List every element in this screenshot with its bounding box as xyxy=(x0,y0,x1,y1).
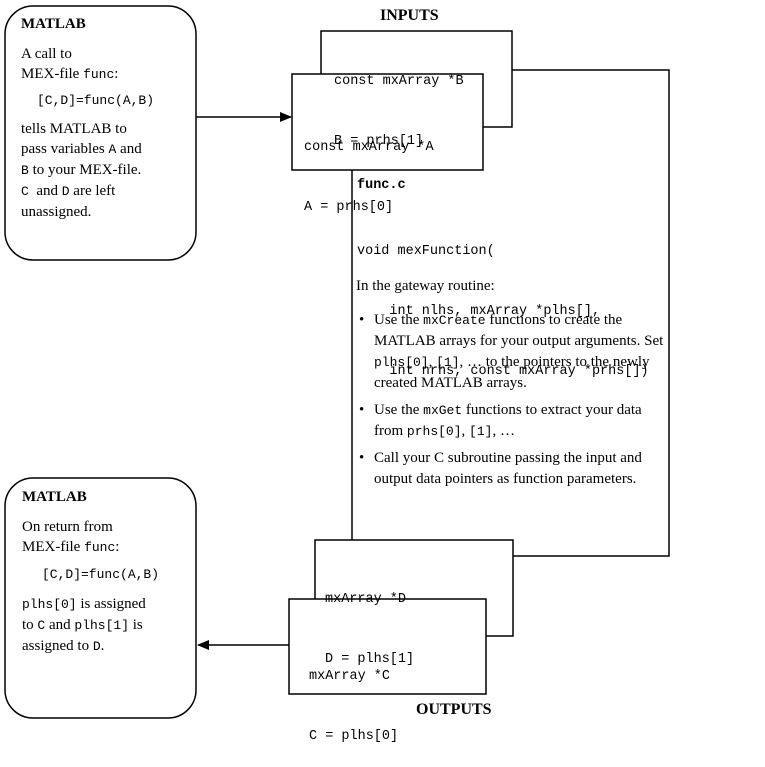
diagram-canvas xyxy=(4,5,670,719)
input-b-line1: const mxArray *B xyxy=(334,74,464,89)
matlab-input-content: MATLAB A call to MEX-file func: [C,D]=fu… xyxy=(21,14,191,222)
output-c-content: mxArray *C C = plhs[0] xyxy=(309,627,398,767)
output-c-line1: mxArray *C xyxy=(309,669,391,684)
matlab-output-title: MATLAB xyxy=(22,489,87,505)
inputs-label: INPUTS xyxy=(380,7,439,24)
input-b-content: const mxArray *B B = prhs[1] xyxy=(334,32,464,172)
matlab-output-desc1: plhs[0] is assigned xyxy=(22,596,146,612)
matlab-input-line2: MEX-file func: xyxy=(21,66,119,82)
func-bullets: •Use the mxCreate functions to create th… xyxy=(358,310,664,496)
func-region-outline xyxy=(512,69,670,557)
input-a-box xyxy=(291,73,484,171)
matlab-output-call: [C,D]=func(A,B) xyxy=(42,567,160,582)
matlab-input-desc4: C and D are left xyxy=(21,183,116,199)
outputs-label: OUTPUTS xyxy=(416,701,492,718)
func-sig-line2: int nlhs, mxArray *plhs[], xyxy=(357,304,601,319)
matlab-output-desc3: assigned to D. xyxy=(22,638,105,654)
output-d-content: mxArray *D D = plhs[1] xyxy=(325,550,414,690)
matlab-input-desc3: B to your MEX-file. xyxy=(21,162,142,178)
matlab-input-box xyxy=(4,5,197,261)
func-signature: void mexFunction( int nlhs, mxArray *plh… xyxy=(357,202,649,402)
matlab-output-desc2: to C and plhs[1] is xyxy=(22,617,143,633)
matlab-input-call: [C,D]=func(A,B) xyxy=(37,93,155,108)
func-gateway-heading: In the gateway routine: xyxy=(356,278,495,294)
input-b-line2: B = prhs[1] xyxy=(334,134,424,149)
matlab-output-line1: On return from xyxy=(22,519,113,535)
matlab-input-desc5: unassigned. xyxy=(21,204,92,220)
func-bullet-1: •Use the mxCreate functions to create th… xyxy=(359,312,664,391)
matlab-input-title: MATLAB xyxy=(21,16,86,32)
input-a-content: const mxArray *A A = prhs[0] xyxy=(304,98,434,238)
input-a-line2: A = prhs[0] xyxy=(304,200,394,215)
output-c-box xyxy=(288,598,487,695)
output-d-line2: D = plhs[1] xyxy=(325,652,415,667)
func-sig-line1: void mexFunction( xyxy=(357,244,495,259)
matlab-output-line2: MEX-file func: xyxy=(22,539,120,555)
func-sig-line3: int nrhs, const mxArray *prhs[]) xyxy=(357,364,649,379)
matlab-input-desc2: pass variables A and xyxy=(21,141,142,157)
output-c-line2: C = plhs[0] xyxy=(309,729,399,744)
input-a-line1: const mxArray *A xyxy=(304,140,434,155)
output-d-line1: mxArray *D xyxy=(325,592,407,607)
matlab-input-line1: A call to xyxy=(21,46,72,62)
func-filename: func.c xyxy=(357,178,406,193)
func-bullet-2: •Use the mxGet functions to extract your… xyxy=(359,402,642,439)
matlab-input-desc1: tells MATLAB to xyxy=(21,121,127,137)
func-bullet-3: •Call your C subroutine passing the inpu… xyxy=(359,450,642,487)
matlab-output-content: MATLAB On return from MEX-file func: [C,… xyxy=(22,487,192,657)
matlab-output-box xyxy=(4,477,197,719)
